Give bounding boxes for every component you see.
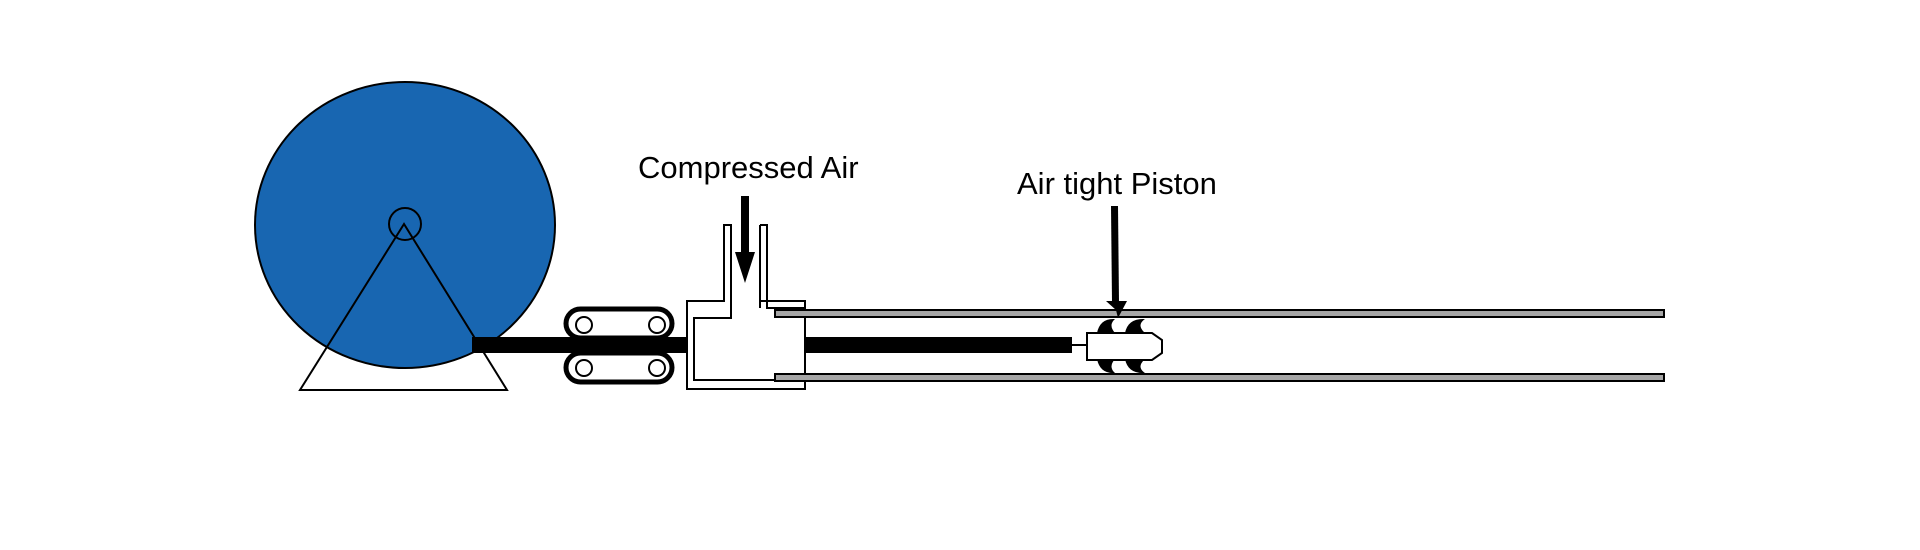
compressed-air-label: Compressed Air: [638, 150, 859, 185]
piston-seal-bottom: [1097, 359, 1145, 374]
duct-wall-bottom: [774, 373, 1665, 382]
piston-body: [1086, 332, 1163, 361]
air-tight-piston: [1086, 318, 1163, 374]
tractor-wheel: [648, 359, 666, 377]
feeding-tractor: [563, 306, 675, 385]
piston-label: Air tight Piston: [1017, 166, 1217, 201]
compressed-air-arrow: [735, 196, 755, 283]
tractor-wheel: [648, 316, 666, 334]
reel-stand: [298, 222, 509, 391]
tractor-wheel: [575, 359, 593, 377]
arrow-shaft: [741, 196, 749, 252]
piston-seal-top: [1097, 318, 1145, 333]
duct-wall-top: [774, 309, 1665, 318]
tractor-wheel: [575, 316, 593, 334]
cable-through-tractor: [560, 337, 680, 353]
piston-arrow: [1106, 206, 1127, 318]
reel-hub: [388, 207, 422, 241]
arrow-head: [735, 252, 755, 283]
arrow-head: [1106, 301, 1127, 318]
arrow-shaft: [1111, 206, 1119, 302]
